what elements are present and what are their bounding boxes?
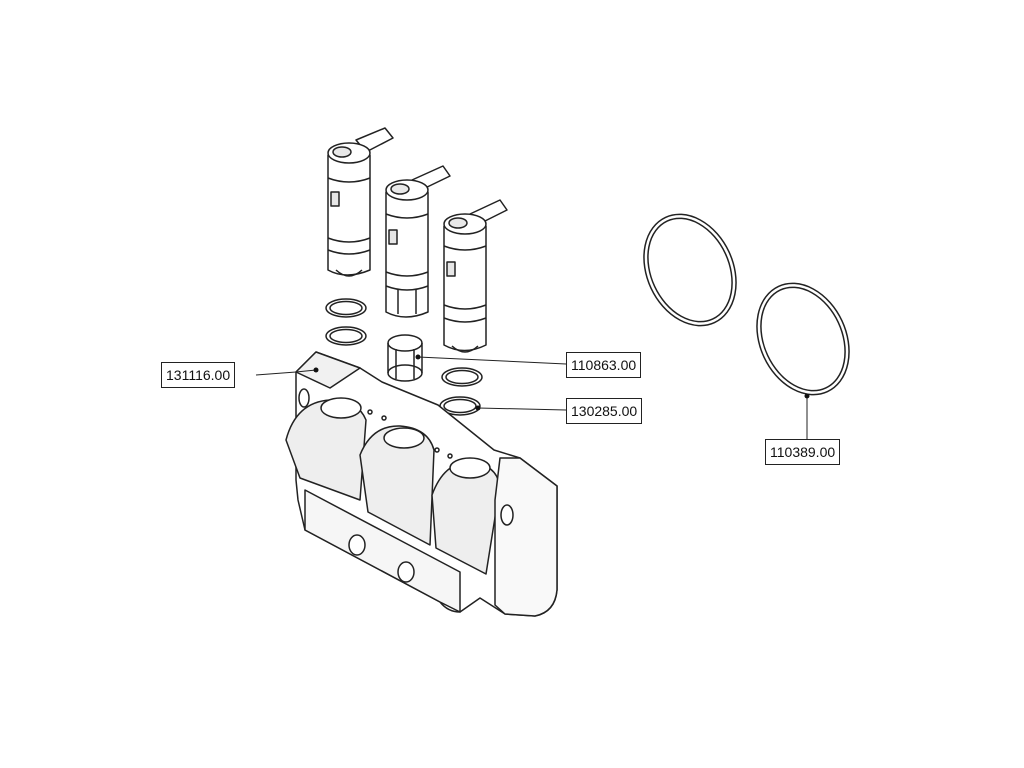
cartridge-middle: [385, 165, 451, 318]
valve-body: [285, 351, 558, 617]
leader-dots: [313, 354, 810, 411]
cartridge-right: [443, 199, 508, 353]
cartridge-left: [327, 127, 394, 277]
callout-body: 131116.00: [161, 362, 236, 388]
filter-insert: [387, 334, 423, 382]
o-rings-small: [325, 298, 483, 416]
callout-o-ring-large: 110389.00: [765, 439, 841, 465]
o-rings-large: [643, 213, 850, 396]
leader-lines: [255, 356, 808, 440]
callout-filter-insert: 110863.00: [566, 352, 642, 378]
callout-o-ring-small: 130285.00: [566, 398, 643, 424]
